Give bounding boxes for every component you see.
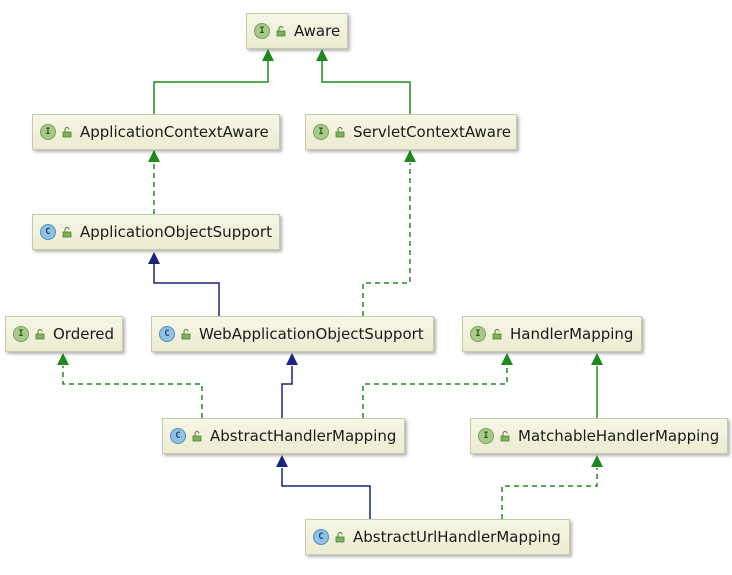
edge-web-app-obj-support-to-app-obj-support <box>153 264 220 316</box>
edge-abstract-handler-mapping-to-web-app-obj-support <box>281 366 293 418</box>
edge-abstract-handler-mapping-to-handler-mapping <box>362 366 508 418</box>
node-label: ApplicationObjectSupport <box>80 223 272 241</box>
edge-abstract-url-handler-mapping-to-abstract-handler-mapping <box>281 468 371 519</box>
node-ordered[interactable]: I Ordered <box>5 316 123 352</box>
class-icon: C <box>313 529 329 545</box>
arrowhead <box>501 353 513 365</box>
interface-icon: I <box>470 326 486 342</box>
node-web-application-object-support[interactable]: C WebApplicationObjectSupport <box>151 316 434 352</box>
node-aware[interactable]: I Aware <box>246 13 348 49</box>
interface-icon: I <box>254 23 270 39</box>
node-matchable-handler-mapping[interactable]: I MatchableHandlerMapping <box>470 418 728 454</box>
node-application-object-support[interactable]: C ApplicationObjectSupport <box>32 214 280 250</box>
interface-icon: I <box>478 428 494 444</box>
class-icon: C <box>159 326 175 342</box>
lock-open-icon <box>62 127 72 138</box>
arrowhead <box>286 353 298 365</box>
node-label: ServletContextAware <box>353 123 512 141</box>
node-label: HandlerMapping <box>510 325 634 343</box>
class-icon: C <box>170 428 186 444</box>
lock-open-icon <box>35 329 45 340</box>
node-abstract-url-handler-mapping[interactable]: C AbstractUrlHandlerMapping <box>305 519 570 555</box>
node-servlet-context-aware[interactable]: I ServletContextAware <box>305 114 517 150</box>
arrowhead <box>57 353 69 365</box>
node-abstract-handler-mapping[interactable]: C AbstractHandlerMapping <box>162 418 405 454</box>
lock-open-icon <box>492 329 502 340</box>
node-label: WebApplicationObjectSupport <box>199 325 424 343</box>
arrowhead <box>591 455 603 467</box>
lock-open-icon <box>335 127 345 138</box>
arrowhead <box>148 252 160 264</box>
lock-open-icon <box>62 227 72 238</box>
lock-open-icon <box>276 26 286 37</box>
interface-icon: I <box>13 326 29 342</box>
node-label: AbstractHandlerMapping <box>210 427 397 445</box>
edge-web-app-obj-support-to-servlet-ctx-aware <box>362 163 411 316</box>
lock-open-icon <box>192 431 202 442</box>
node-label: ApplicationContextAware <box>80 123 269 141</box>
lock-open-icon <box>181 329 191 340</box>
arrowhead <box>262 49 274 61</box>
arrowhead <box>276 455 288 467</box>
edge-app-ctx-aware-to-aware <box>153 60 269 114</box>
node-handler-mapping[interactable]: I HandlerMapping <box>462 316 642 352</box>
lock-open-icon <box>335 532 345 543</box>
interface-icon: I <box>313 124 329 140</box>
lock-open-icon <box>500 431 510 442</box>
arrowhead <box>148 150 160 162</box>
edge-abstract-url-handler-mapping-to-matchable-handler-mapping <box>501 468 598 519</box>
node-label: Aware <box>294 22 341 40</box>
interface-icon: I <box>40 124 56 140</box>
arrowhead <box>591 353 603 365</box>
node-application-context-aware[interactable]: I ApplicationContextAware <box>32 114 280 150</box>
node-label: AbstractUrlHandlerMapping <box>353 528 561 546</box>
arrowhead <box>404 150 416 162</box>
node-label: MatchableHandlerMapping <box>518 427 720 445</box>
edge-servlet-ctx-aware-to-aware <box>321 60 411 114</box>
edge-abstract-handler-mapping-to-ordered <box>62 366 203 418</box>
class-icon: C <box>40 224 56 240</box>
node-label: Ordered <box>53 325 115 343</box>
arrowhead <box>316 49 328 61</box>
